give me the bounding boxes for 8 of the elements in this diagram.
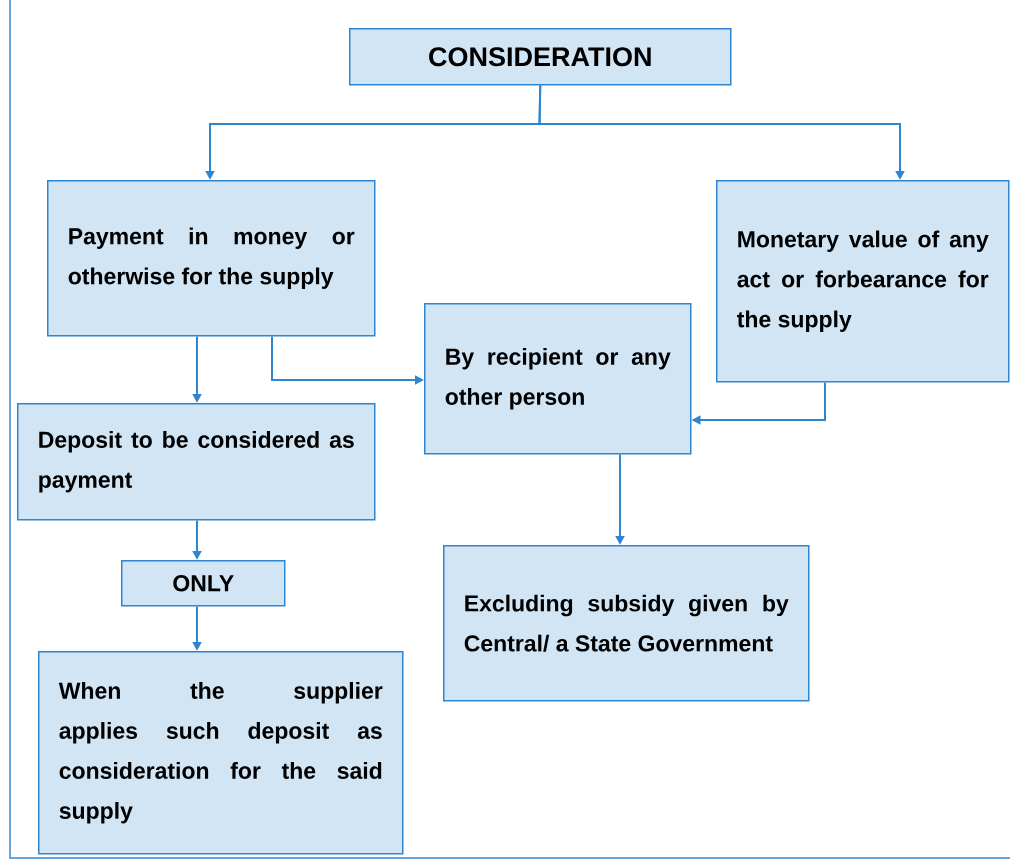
process-box: When the supplier applies such deposit as consideration for the said supply — [38, 651, 404, 855]
process-box: Payment in money or otherwise for the supply — [47, 180, 376, 337]
process-box: CONSIDERATION — [349, 28, 732, 86]
process-box: Excluding subsidy given by Central/ a State Government — [443, 545, 810, 702]
process-box: By recipient or any other person — [424, 303, 692, 455]
process-box: Monetary value of any act or forbearance for the supply — [716, 180, 1010, 383]
process-box: ONLY — [121, 560, 286, 607]
process-box: Deposit to be considered as payment — [17, 403, 376, 521]
